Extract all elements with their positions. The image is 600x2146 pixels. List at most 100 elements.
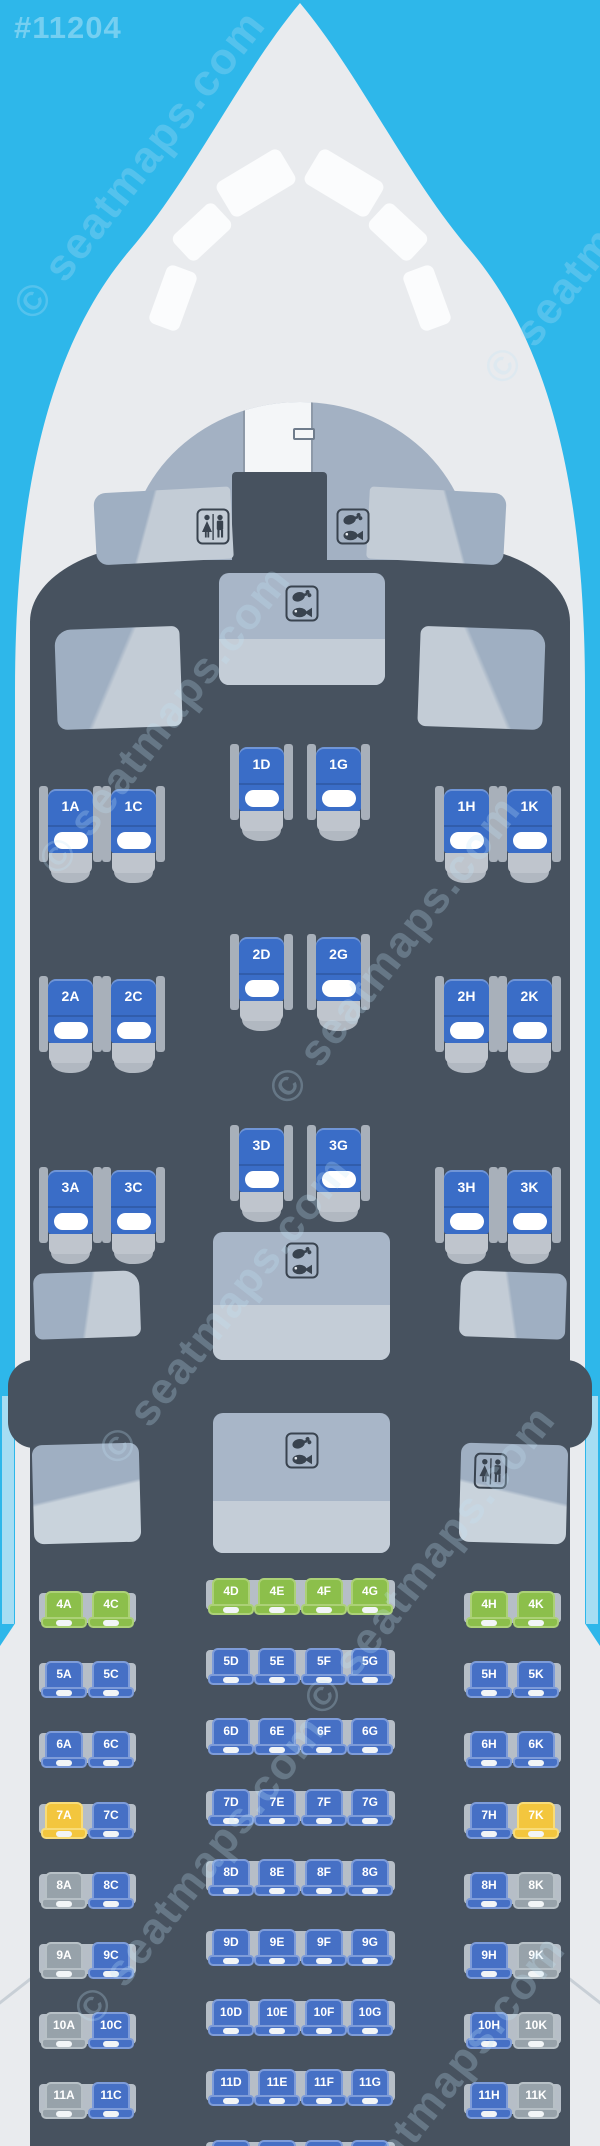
seat-1C[interactable]: 1C (102, 786, 165, 883)
seat-5K[interactable]: 5K (513, 1661, 559, 1698)
seat-8E[interactable]: 8E (254, 1859, 300, 1896)
seat-7K[interactable]: 7K (513, 1802, 559, 1839)
armrest-right (552, 976, 561, 1052)
forward-center-galley (219, 573, 385, 685)
seat-cushion-pad (223, 1677, 239, 1683)
seat-2D[interactable]: 2D (230, 934, 293, 1031)
seat-4F[interactable]: 4F (301, 1578, 347, 1615)
seat-8G[interactable]: 8G (347, 1859, 393, 1896)
armrest-right (361, 744, 370, 820)
seat-9H[interactable]: 9H (466, 1942, 512, 1979)
seat-10K[interactable]: 10K (513, 2012, 559, 2049)
seat-cushion-pad (269, 2028, 285, 2034)
seat-5D[interactable]: 5D (208, 1648, 254, 1685)
seat-9K[interactable]: 9K (513, 1942, 559, 1979)
seat-cushion-pad (56, 1901, 72, 1907)
seat-9F[interactable]: 9F (301, 1929, 347, 1966)
seat-8K[interactable]: 8K (513, 1872, 559, 1909)
seat-4C[interactable]: 4C (88, 1591, 134, 1628)
seat-3K[interactable]: 3K (498, 1167, 561, 1264)
seat-6F[interactable]: 6F (301, 1718, 347, 1755)
seat-3G[interactable]: 3G (307, 1125, 370, 1222)
seat-9A[interactable]: 9A (41, 1942, 87, 1979)
seat-4E[interactable]: 4E (254, 1578, 300, 1615)
seat-3D[interactable]: 3D (230, 1125, 293, 1222)
seat-cushion-pad (56, 2041, 72, 2047)
seat-7G[interactable]: 7G (347, 1789, 393, 1826)
seat-10H[interactable]: 10H (466, 2012, 512, 2049)
seat-partial[interactable] (258, 2140, 296, 2146)
seat-9E[interactable]: 9E (254, 1929, 300, 1966)
seat-11D[interactable]: 11D (208, 2069, 254, 2106)
seat-11C[interactable]: 11C (88, 2082, 134, 2119)
seat-4D[interactable]: 4D (208, 1578, 254, 1615)
seat-7D[interactable]: 7D (208, 1789, 254, 1826)
seat-10G[interactable]: 10G (347, 1999, 393, 2036)
seat-10C[interactable]: 10C (88, 2012, 134, 2049)
seat-8D[interactable]: 8D (208, 1859, 254, 1896)
seat-4K[interactable]: 4K (513, 1591, 559, 1628)
seat-2K[interactable]: 2K (498, 976, 561, 1073)
seat-5H[interactable]: 5H (466, 1661, 512, 1698)
seat-10A[interactable]: 10A (41, 2012, 87, 2049)
seat-1G[interactable]: 1G (307, 744, 370, 841)
seat-9D[interactable]: 9D (208, 1929, 254, 1966)
seat-11G[interactable]: 11G (347, 2069, 393, 2106)
seat-1D[interactable]: 1D (230, 744, 293, 841)
armrest-left (230, 744, 239, 820)
seat-6H[interactable]: 6H (466, 1731, 512, 1768)
seat-8C[interactable]: 8C (88, 1872, 134, 1909)
seat-3C[interactable]: 3C (102, 1167, 165, 1264)
seat-5G[interactable]: 5G (347, 1648, 393, 1685)
seat-cushion-pad (528, 1620, 544, 1626)
seat-6A[interactable]: 6A (41, 1731, 87, 1768)
seat-6D[interactable]: 6D (208, 1718, 254, 1755)
seat-8H[interactable]: 8H (466, 1872, 512, 1909)
seat-10F[interactable]: 10F (301, 1999, 347, 2036)
seat-7C[interactable]: 7C (88, 1802, 134, 1839)
seat-6K[interactable]: 6K (513, 1731, 559, 1768)
seat-11K[interactable]: 11K (513, 2082, 559, 2119)
seat-4A[interactable]: 4A (41, 1591, 87, 1628)
seat-5A[interactable]: 5A (41, 1661, 87, 1698)
seat-5E[interactable]: 5E (254, 1648, 300, 1685)
seat-2A[interactable]: 2A (39, 976, 102, 1073)
seat-4H[interactable]: 4H (466, 1591, 512, 1628)
seat-1H[interactable]: 1H (435, 786, 498, 883)
seat-ottoman (510, 871, 549, 883)
seat-4G[interactable]: 4G (347, 1578, 393, 1615)
seat-10E[interactable]: 10E (254, 1999, 300, 2036)
seat-10D[interactable]: 10D (208, 1999, 254, 2036)
seat-5C[interactable]: 5C (88, 1661, 134, 1698)
seat-6C[interactable]: 6C (88, 1731, 134, 1768)
seat-partial[interactable] (305, 2140, 343, 2146)
seat-11F[interactable]: 11F (301, 2069, 347, 2106)
seat-9G[interactable]: 9G (347, 1929, 393, 1966)
seat-pillow (449, 1213, 484, 1230)
seat-7E[interactable]: 7E (254, 1789, 300, 1826)
seat-6E[interactable]: 6E (254, 1718, 300, 1755)
seat-3A[interactable]: 3A (39, 1167, 102, 1264)
seat-8F[interactable]: 8F (301, 1859, 347, 1896)
seat-7F[interactable]: 7F (301, 1789, 347, 1826)
seat-2C[interactable]: 2C (102, 976, 165, 1073)
seat-11H[interactable]: 11H (466, 2082, 512, 2119)
seat-2H[interactable]: 2H (435, 976, 498, 1073)
seat-1K[interactable]: 1K (498, 786, 561, 883)
seat-7A[interactable]: 7A (41, 1802, 87, 1839)
seat-11A[interactable]: 11A (41, 2082, 87, 2119)
seat-8A[interactable]: 8A (41, 1872, 87, 1909)
seat-6G[interactable]: 6G (347, 1718, 393, 1755)
seat-ottoman (114, 1061, 153, 1073)
armrest-right (489, 1167, 498, 1243)
seat-1A[interactable]: 1A (39, 786, 102, 883)
seat-3H[interactable]: 3H (435, 1167, 498, 1264)
seat-11E[interactable]: 11E (254, 2069, 300, 2106)
seat-9C[interactable]: 9C (88, 1942, 134, 1979)
seat-7H[interactable]: 7H (466, 1802, 512, 1839)
seat-partial[interactable] (212, 2140, 250, 2146)
seat-5F[interactable]: 5F (301, 1648, 347, 1685)
seat-2G[interactable]: 2G (307, 934, 370, 1031)
seat-divider (507, 1206, 552, 1208)
seat-partial[interactable] (351, 2140, 389, 2146)
